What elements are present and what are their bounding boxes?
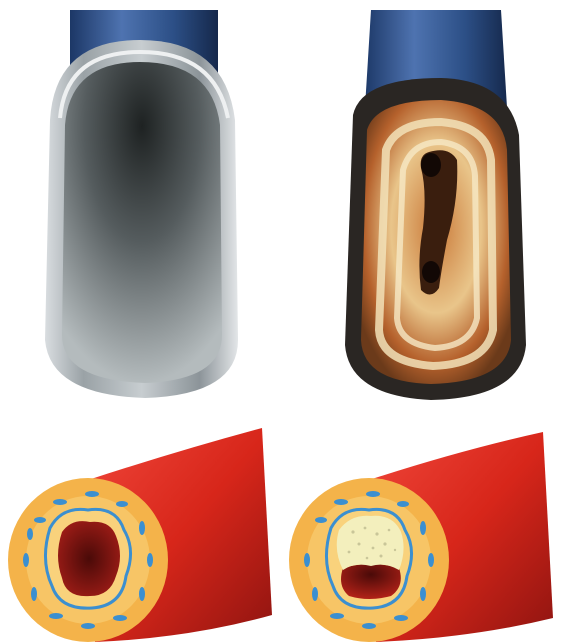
plaque-deposit (337, 516, 404, 570)
artery-lumen (58, 521, 120, 596)
blocked-artery-illustration (281, 410, 562, 644)
clogged-pipe-image (281, 0, 562, 410)
clean-pipe-illustration (0, 0, 281, 410)
healthy-artery-illustration (0, 410, 281, 644)
clean-pipe-image (0, 0, 281, 410)
clogged-pipe-illustration (281, 0, 562, 410)
opening-hole-bottom (422, 261, 440, 283)
healthy-artery-image (0, 410, 281, 644)
blocked-artery-image (281, 410, 562, 644)
artery-lumen-narrowed (341, 564, 401, 599)
opening-hole-top (421, 153, 441, 177)
pipe-interior (62, 62, 222, 383)
